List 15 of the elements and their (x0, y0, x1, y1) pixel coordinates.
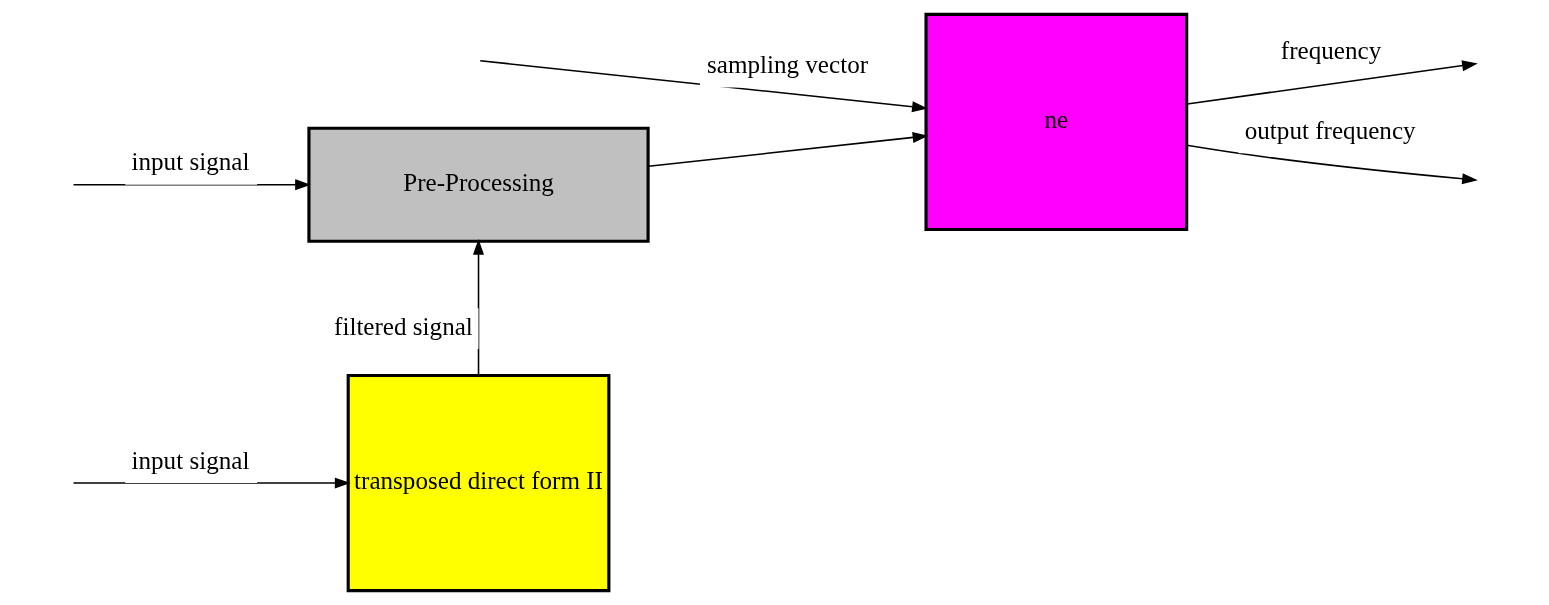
node-box: transposed direct form II (346, 373, 611, 593)
arrow (1186, 60, 1478, 105)
node-box: Pre-Processing (307, 126, 650, 243)
edge-label: input signal (131, 446, 250, 474)
arrow (647, 132, 929, 168)
node-box: ne (924, 12, 1189, 232)
edge-label: output frequency (1244, 116, 1416, 144)
edge-label: frequency (1280, 36, 1382, 64)
arrow (72, 179, 311, 191)
edge-label: filtered signal (334, 312, 473, 340)
arrow (1186, 144, 1478, 185)
edge-label: input signal (131, 148, 250, 176)
arrow (479, 59, 928, 113)
edge-label: sampling vector (706, 50, 869, 78)
arrow (72, 477, 351, 489)
